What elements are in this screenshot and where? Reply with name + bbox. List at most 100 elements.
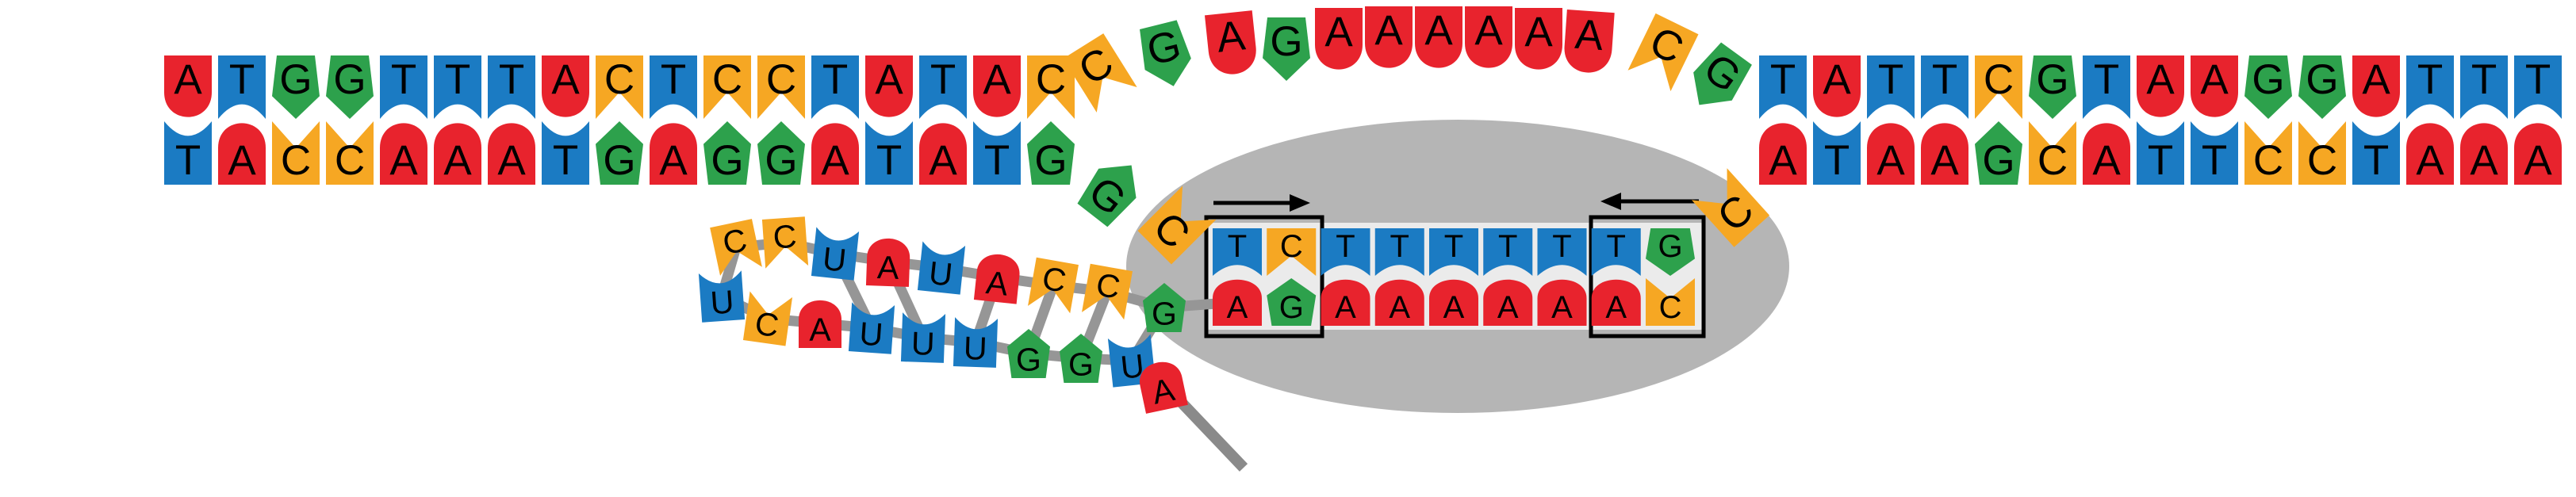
base-letter: A	[228, 137, 256, 184]
rna-base-16-G: G	[1060, 334, 1102, 383]
nucleotide-C-glyph	[596, 55, 643, 119]
nucleotide-T-glyph	[542, 121, 589, 185]
left-top-strand-base-16-C: C	[1027, 55, 1075, 119]
left-top-strand-base-1-T: T	[218, 55, 266, 119]
nucleotide-C-glyph	[1267, 228, 1317, 276]
base-letter: A	[1876, 137, 1905, 184]
base-letter: T	[2363, 137, 2389, 184]
left-top-strand-base-4-T: T	[380, 55, 427, 119]
right-bottom-strand-base-6-A: A	[2083, 123, 2130, 185]
nucleotide-C-glyph	[1691, 168, 1770, 247]
nucleotide-G-glyph	[1077, 165, 1137, 227]
base-letter: G	[1016, 341, 1041, 377]
right-bottom-strand-base-8-T: T	[2191, 121, 2238, 185]
base-letter: T	[822, 56, 848, 103]
base-letter: A	[1497, 290, 1519, 325]
nucleotide-G-glyph	[1143, 283, 1186, 332]
nucleotide-C-glyph	[1063, 33, 1137, 113]
base-letter: C	[1280, 229, 1303, 264]
base-letter: A	[875, 56, 903, 103]
nucleotide-A-glyph	[2460, 123, 2508, 185]
base-letter: C	[1071, 39, 1121, 94]
nucleotide-A-glyph	[1591, 279, 1641, 326]
base-letter: T	[2417, 56, 2443, 103]
base-letter: T	[445, 56, 470, 103]
hybrid-template-base-8-G: G	[1646, 228, 1695, 276]
nucleotide-A-glyph	[1921, 123, 1968, 185]
left-top-strand-base-12-T: T	[811, 55, 859, 119]
rna-base-18-A: A	[1140, 361, 1188, 414]
base-letter: G	[2036, 56, 2068, 103]
left-bottom-strand-base-14-A: A	[919, 123, 967, 185]
base-letter: T	[2148, 137, 2173, 184]
direction-arrow-left-icon	[1600, 193, 1699, 210]
base-letter: U	[858, 315, 884, 353]
nucleotide-A-glyph	[542, 55, 589, 117]
right-top-strand-base-11-A: A	[2352, 55, 2400, 117]
left-bottom-strand-base-5-A: A	[434, 123, 481, 185]
nucleotide-A-glyph	[164, 55, 212, 117]
base-letter: C	[772, 218, 798, 256]
base-letter: G	[711, 137, 743, 184]
right-bottom-strand-base-7-T: T	[2137, 121, 2184, 185]
nucleotide-A-glyph	[1515, 8, 1562, 70]
rna-base-0-C: C	[710, 219, 762, 276]
rna-base-13-U: U	[900, 312, 946, 363]
right-top-strand-base-13-T: T	[2460, 55, 2508, 119]
nucleotide-A-glyph	[2514, 123, 2562, 185]
nucleotide-A-glyph	[1315, 8, 1363, 70]
base-letter: A	[1389, 290, 1410, 325]
rna-five-prime-tail	[1177, 399, 1248, 472]
nucleotide-T-glyph	[2460, 55, 2508, 119]
nucleotide-G-glyph	[1263, 17, 1310, 81]
nucleotide-T-glyph	[218, 55, 266, 119]
direction-arrow-right-icon	[1213, 194, 1310, 212]
base-letter: A	[1227, 290, 1248, 325]
base-letter: A	[1769, 137, 1797, 184]
base-letter: A	[1930, 137, 1959, 184]
base-letter: U	[927, 254, 954, 293]
left-top-strand-base-3-G: G	[326, 55, 374, 119]
base-letter: A	[1443, 290, 1465, 325]
hybrid-template-base-4-T: T	[1429, 228, 1478, 276]
left-bottom-strand-base-13-T: T	[865, 121, 913, 185]
base-letter: T	[876, 137, 902, 184]
left-bottom-strand-base-3-C: C	[326, 121, 374, 185]
left-bottom-strand-base-9-A: A	[650, 123, 697, 185]
nucleotide-C-glyph	[2244, 121, 2292, 185]
base-letter: A	[443, 137, 472, 184]
base-letter: A	[1823, 56, 1851, 103]
left-top-strand-base-2-G: G	[272, 55, 320, 119]
base-letter: U	[963, 330, 987, 367]
nucleotide-T-glyph	[1429, 228, 1478, 276]
rna-base-8-G: G	[1143, 283, 1186, 332]
left-bottom-strand-base-12-A: A	[811, 123, 859, 185]
nucleotide-C-glyph	[326, 121, 374, 185]
nucleotide-A-glyph	[218, 123, 266, 185]
arrow-head	[1290, 194, 1310, 212]
base-letter: C	[1036, 56, 1066, 103]
pairing-box-right	[1589, 215, 1706, 338]
displaced-base-9-A: A	[1564, 10, 1615, 73]
right-bottom-strand-base-10-C: C	[2298, 121, 2346, 185]
left-top-strand-base-10-C: C	[703, 55, 751, 119]
base-letter: C	[1984, 56, 2014, 103]
nucleotide-T-glyph	[1591, 228, 1641, 276]
right-top-strand-base-5-G: G	[2029, 55, 2076, 119]
base-letter: U	[821, 240, 848, 279]
base-letter: A	[984, 264, 1010, 303]
base-letter: T	[1390, 229, 1409, 264]
base-letter: G	[2252, 56, 2284, 103]
nucleotide-C-glyph	[272, 121, 320, 185]
rna-base-1-C: C	[761, 216, 809, 269]
nucleotide-A-glyph	[650, 123, 697, 185]
nucleotide-C-glyph	[1627, 13, 1699, 92]
nucleotide-T-glyph	[1321, 228, 1370, 276]
nucleotide-G-glyph	[1007, 329, 1050, 378]
nucleotide-T-glyph	[1537, 228, 1587, 276]
nucleotide-A-glyph	[1415, 6, 1462, 68]
